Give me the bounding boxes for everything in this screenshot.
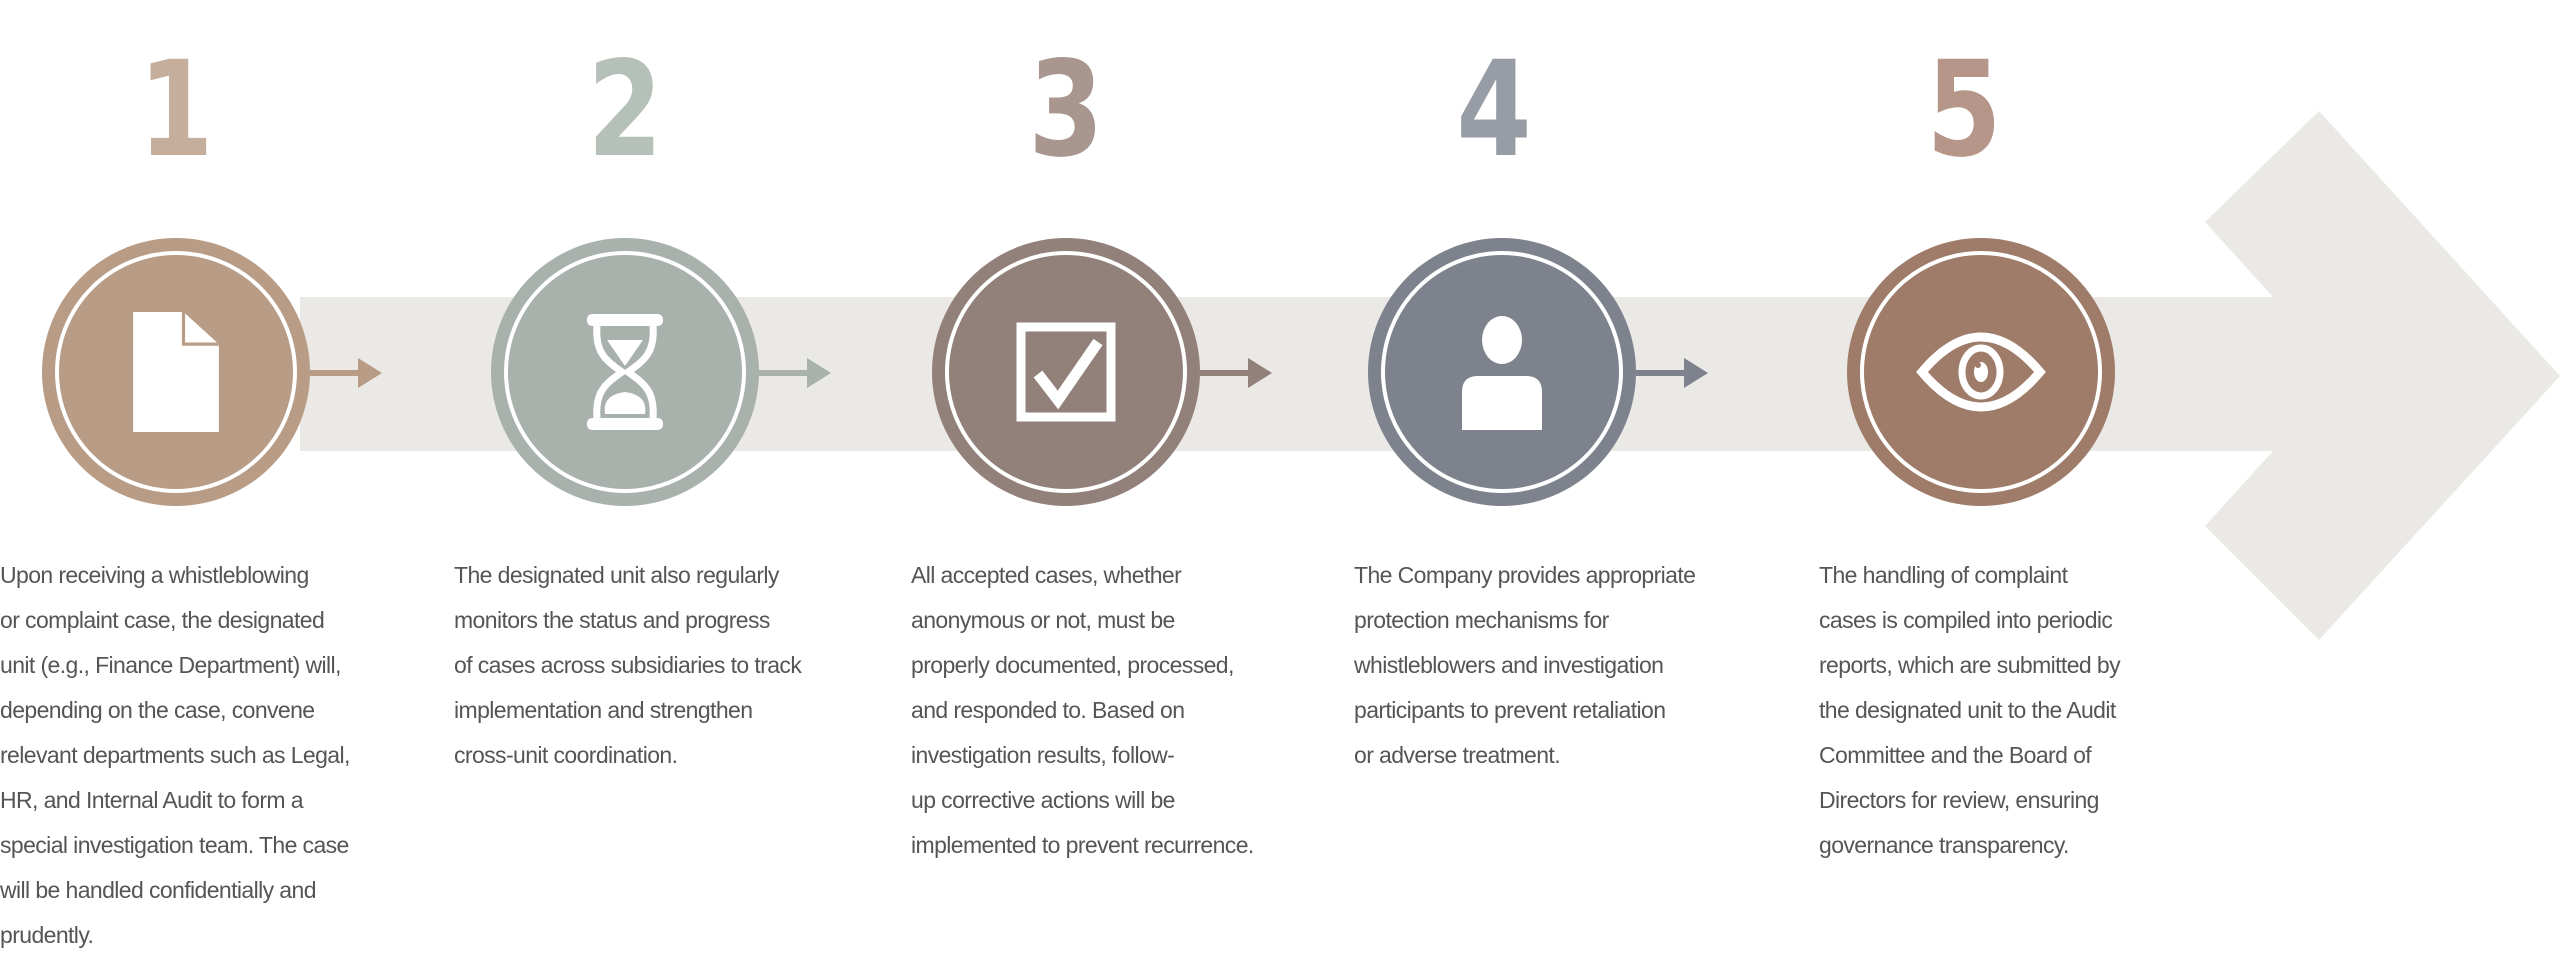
description-line: participants to prevent retaliation (1354, 697, 1666, 723)
description-line: the designated unit to the Audit (1819, 697, 2116, 723)
circle-ring (945, 251, 1187, 493)
arrow-right-icon (1636, 358, 1708, 388)
description-line: cases is compiled into periodic (1819, 607, 2113, 633)
step-number: 1 (138, 33, 214, 187)
description-line: implemented to prevent recurrence. (911, 832, 1254, 858)
description-line: special investigation team. The case (0, 832, 349, 858)
step-number: 5 (1926, 33, 2002, 187)
description-line: cross-unit coordination. (454, 742, 678, 768)
description-line: The handling of complaint (1819, 562, 2068, 588)
description-line: will be handled confidentially and (0, 877, 316, 903)
description-line: Directors for review, ensuring (1819, 787, 2099, 813)
arrow-right-icon (1200, 358, 1272, 388)
description-line: up corrective actions will be (911, 787, 1175, 813)
description-line: whistleblowers and investigation (1354, 652, 1664, 678)
circle-ring (55, 251, 297, 493)
description-line: HR, and Internal Audit to form a (0, 787, 304, 813)
description-line: properly documented, processed, (911, 652, 1234, 678)
description-line: governance transparency. (1819, 832, 2069, 858)
description-line: or adverse treatment. (1354, 742, 1561, 768)
description-line: prudently. (0, 922, 94, 948)
step-circle (1368, 238, 1636, 506)
circle-ring (1860, 251, 2102, 493)
description-line: monitors the status and progress (454, 607, 770, 633)
step-description: The designated unit also regularly monito… (454, 553, 802, 778)
step-number: 3 (1028, 33, 1104, 187)
description-line: or complaint case, the designated (0, 607, 325, 633)
step-circle (1847, 238, 2115, 506)
description-line: Committee and the Board of (1819, 742, 2092, 768)
step-circle (491, 238, 759, 506)
description-line: investigation results, follow- (911, 742, 1175, 768)
step-number: 4 (1456, 33, 1532, 187)
description-line: All accepted cases, whether (911, 562, 1182, 588)
circle-ring (504, 251, 746, 493)
step-number: 2 (587, 33, 663, 187)
description-line: The Company provides appropriate (1354, 562, 1696, 588)
description-line: of cases across subsidiaries to track (454, 652, 802, 678)
step-description: The Company provides appropriate protecti… (1354, 553, 1696, 778)
step-description: All accepted cases, whether anonymous or … (911, 553, 1254, 868)
description-line: implementation and strengthen (454, 697, 753, 723)
step-circle (42, 238, 310, 506)
description-line: anonymous or not, must be (911, 607, 1175, 633)
step-description: The handling of complaint cases is compil… (1819, 553, 2121, 868)
description-line: Upon receiving a whistleblowing (0, 562, 309, 588)
description-line: The designated unit also regularly (454, 562, 779, 588)
description-line: unit (e.g., Finance Department) will, (0, 652, 341, 678)
step-description: Upon receiving a whistleblowing or compla… (0, 553, 350, 958)
step-circle (932, 238, 1200, 506)
description-line: depending on the case, convene (0, 697, 315, 723)
circle-ring (1381, 251, 1623, 493)
description-line: reports, which are submitted by (1819, 652, 2121, 678)
arrow-right-icon (759, 358, 831, 388)
description-line: and responded to. Based on (911, 697, 1185, 723)
arrow-right-icon (310, 358, 382, 388)
description-line: protection mechanisms for (1354, 607, 1609, 633)
description-line: relevant departments such as Legal, (0, 742, 350, 768)
